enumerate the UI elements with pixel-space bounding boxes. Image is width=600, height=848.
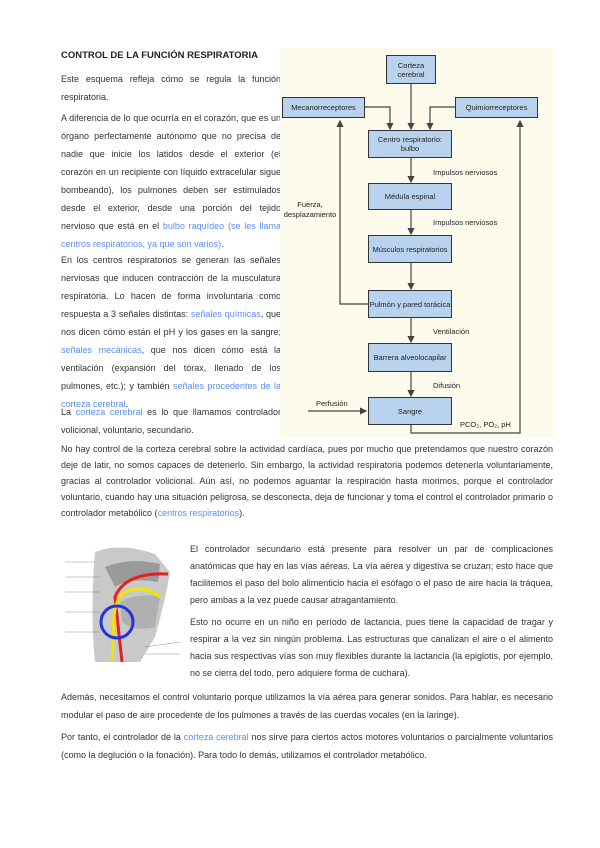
paragraph-volicional: No hay control de la corteza cerebral so…	[61, 444, 553, 518]
intro-paragraph: Este esquema refleja cómo se regula la f…	[61, 74, 281, 102]
paragraph-heart: A diferencia de lo que ocurría en el cor…	[61, 113, 281, 249]
diagram-arrows	[308, 84, 524, 434]
label-gases: PCO₂, PO₂, pH	[460, 420, 511, 429]
link-senales-corteza[interactable]: señales procedentes de la corteza cerebr…	[61, 381, 281, 409]
link-corteza-cerebral-2[interactable]: corteza cerebral	[183, 732, 249, 742]
link-senales-mecanicas[interactable]: señales mecánicas	[61, 345, 142, 355]
box-sangre: Sangre	[368, 397, 452, 425]
paragraph-signals: En los centros respiratorios se generan …	[61, 255, 281, 409]
box-mecanorreceptores: Mecanorreceptores	[282, 97, 365, 118]
box-centro-respiratorio: Centro respiratorio: bulbo	[368, 130, 452, 158]
label-perfusion: Perfusión	[316, 399, 348, 408]
label-fuerza: Fuerza, desplazamiento	[283, 200, 337, 219]
paragraph-corteza: La corteza cerebral es lo que llamamos c…	[61, 407, 281, 435]
link-corteza-cerebral[interactable]: corteza cerebral	[75, 407, 143, 417]
box-barrera-alveolocapilar: Barrera alveolocapilar	[368, 343, 452, 372]
box-quimiorreceptores: Quimiorreceptores	[455, 97, 538, 118]
link-senales-quimicas[interactable]: señales químicas	[190, 309, 261, 319]
paragraph-conclusion: Por tanto, el controlador de la corteza …	[61, 732, 554, 760]
page-title: CONTROL DE LA FUNCIÓN RESPIRATORIA	[61, 50, 259, 61]
paragraph-secundario: El controlador secundario está presente …	[190, 544, 553, 605]
box-musculos-respiratorios: Músculos respiratorios	[368, 235, 452, 263]
link-centros-respiratorios[interactable]: centros respiratorios	[157, 508, 240, 518]
airway-anatomy-image	[60, 542, 182, 664]
box-pulmon: Pulmón y pared torácica	[368, 290, 452, 318]
paragraph-lactancia: Esto no ocurre en un niño en período de …	[190, 617, 553, 678]
label-impulsos-1: Impulsos nerviosos	[433, 168, 498, 177]
label-ventilacion: Ventilación	[433, 327, 470, 336]
label-impulsos-2: Impulsos nerviosos	[433, 218, 498, 227]
respiratory-control-diagram: Corteza cerebral Mecanorreceptores Quimi…	[280, 48, 555, 438]
link-bulbo[interactable]: bulbo raquídeo (se les llama centros res…	[61, 221, 281, 249]
label-difusion: Difusión	[433, 381, 461, 390]
box-medula-espinal: Médula espinal	[368, 183, 452, 210]
paragraph-sonidos: Además, necesitamos el control voluntari…	[61, 692, 553, 720]
box-corteza-cerebral: Corteza cerebral	[386, 55, 436, 84]
